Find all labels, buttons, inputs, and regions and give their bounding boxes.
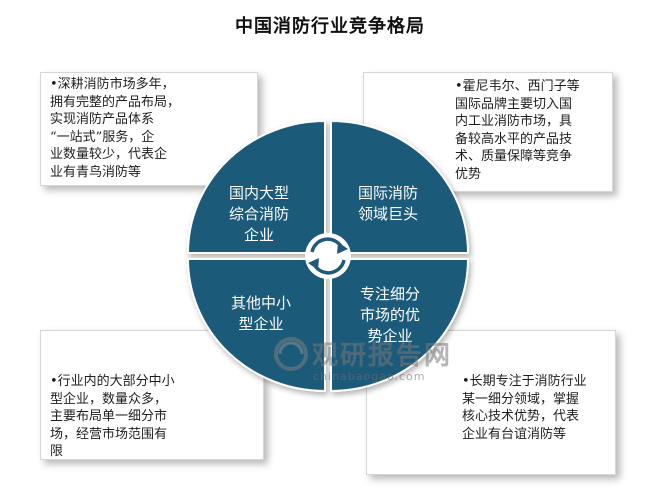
quadrant-label-bottom-left: 其他中小 型企业 [230,294,291,333]
watermark-name: 观研报告网 [312,341,453,371]
callout-text-bottom-right: •长期专注于消防行业 某一细分领域，掌握 核心技术优势，代表 企业有台谊消防等 [462,374,587,442]
quadrant-label-bottom-right: 专注细分 市场的优 势企业 [359,285,420,345]
callout-text-bottom-left: •行业内的大部分中小 型企业，数量众多， 主要布局单一细分市 场，经营市场范围有… [50,374,175,459]
quadrant-label-top-right: 国际消防 领域巨头 [357,184,418,223]
quadrant-top-left [186,119,326,254]
callout-text-top-right: •霍尼韦尔、西门子等 国际品牌主要切入国 内工业消防市场，具 备较高水平的产品技… [455,79,580,182]
quadrant-label-top-left: 国内大型 综合消防 企业 [228,184,289,244]
quadrant-top-right [330,119,470,254]
watermark-domain: chinabaogao.com [313,370,426,383]
quadrant-bottom-left [186,258,326,393]
diagram-title: 中国消防行业竞争格局 [235,16,425,37]
quadrant-bottom-right [330,258,470,393]
watermark-logo-icon [274,337,308,371]
callout-text-top-left: •深耕消防市场多年， 拥有完整的产品布局， 实现消防产品体系 “一站式”服务，企… [50,77,181,180]
